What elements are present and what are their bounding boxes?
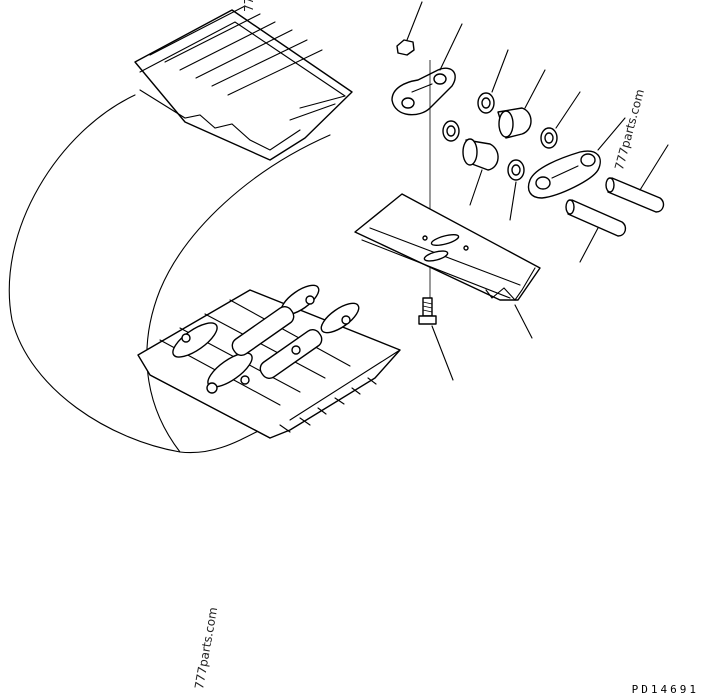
exploded-parts — [354, 1, 669, 381]
drawing-code: PD14691 — [631, 683, 699, 696]
track-assembly — [8, 5, 401, 454]
bolt — [418, 297, 454, 381]
track-shoe-top — [134, 5, 353, 161]
seal-ring-3 — [442, 120, 460, 142]
bushing-2 — [462, 138, 499, 206]
watermark-top: 777parts.com — [242, 0, 256, 12]
master-link — [527, 117, 626, 199]
track-belt-inner — [146, 134, 331, 453]
pin-2 — [565, 199, 627, 263]
bushing-1 — [497, 69, 546, 139]
seal-ring-1 — [477, 49, 509, 114]
seal-ring-4 — [507, 159, 525, 221]
nut — [396, 1, 423, 56]
track-shoe — [354, 193, 541, 339]
track-belt-outline — [8, 94, 271, 454]
seal-ring-2 — [540, 91, 581, 149]
track-chain-bottom — [137, 284, 401, 439]
link-plate — [391, 23, 463, 116]
pin-1 — [605, 144, 669, 213]
